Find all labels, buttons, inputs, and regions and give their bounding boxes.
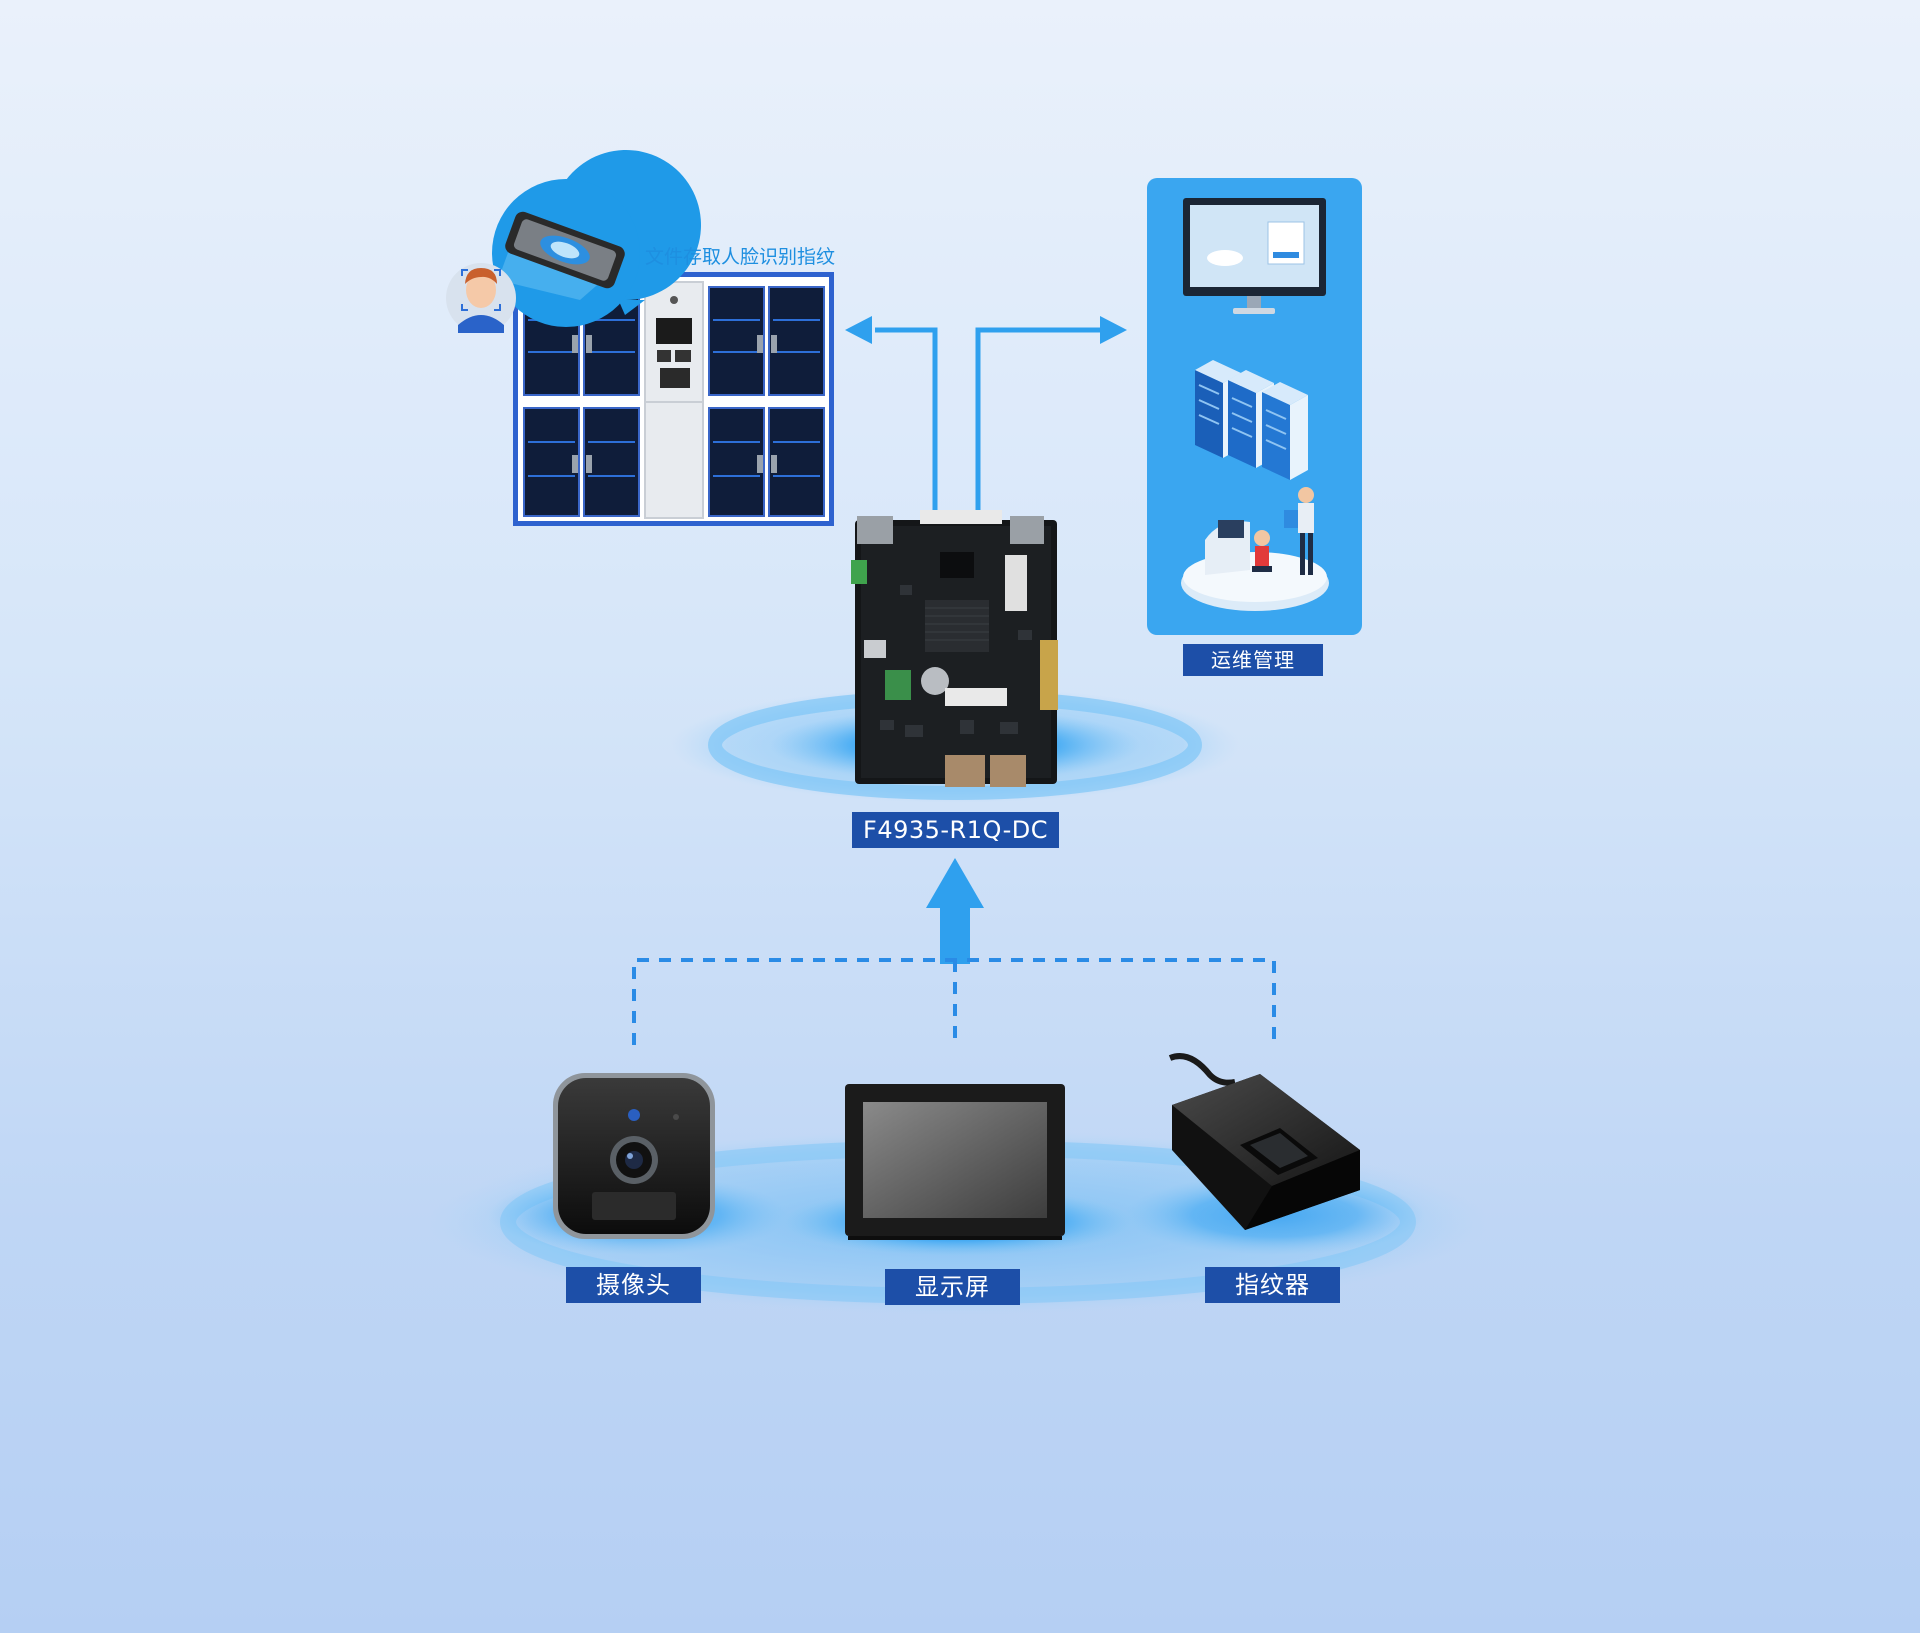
fingerprint-scan-icon (492, 150, 701, 327)
server-rack-icon (1195, 360, 1308, 480)
fingerprint-label: 指纹器 (1205, 1267, 1340, 1303)
camera-icon (553, 1073, 715, 1239)
ops-label: 运维管理 (1183, 644, 1323, 676)
cabinet-caption: 文件存取人脸识别指纹 (645, 246, 836, 268)
operations-staff-icon (1181, 487, 1329, 611)
arrow-head-right (1100, 316, 1127, 344)
fingerprint-reader-icon (1168, 1053, 1360, 1230)
arrow-head-left (845, 316, 872, 344)
monitor-icon (1183, 198, 1326, 314)
camera-label: 摄像头 (566, 1267, 701, 1303)
input-up-arrow (926, 858, 984, 964)
display-screen-icon (845, 1084, 1065, 1240)
circuit-board-icon (851, 510, 1058, 787)
dashed-connectors (632, 958, 1276, 1045)
display-label: 显示屏 (885, 1269, 1020, 1305)
face-recognition-icon (446, 263, 516, 333)
board-label: F4935-R1Q-DC (852, 812, 1059, 848)
board-output-arrows (875, 327, 1100, 510)
